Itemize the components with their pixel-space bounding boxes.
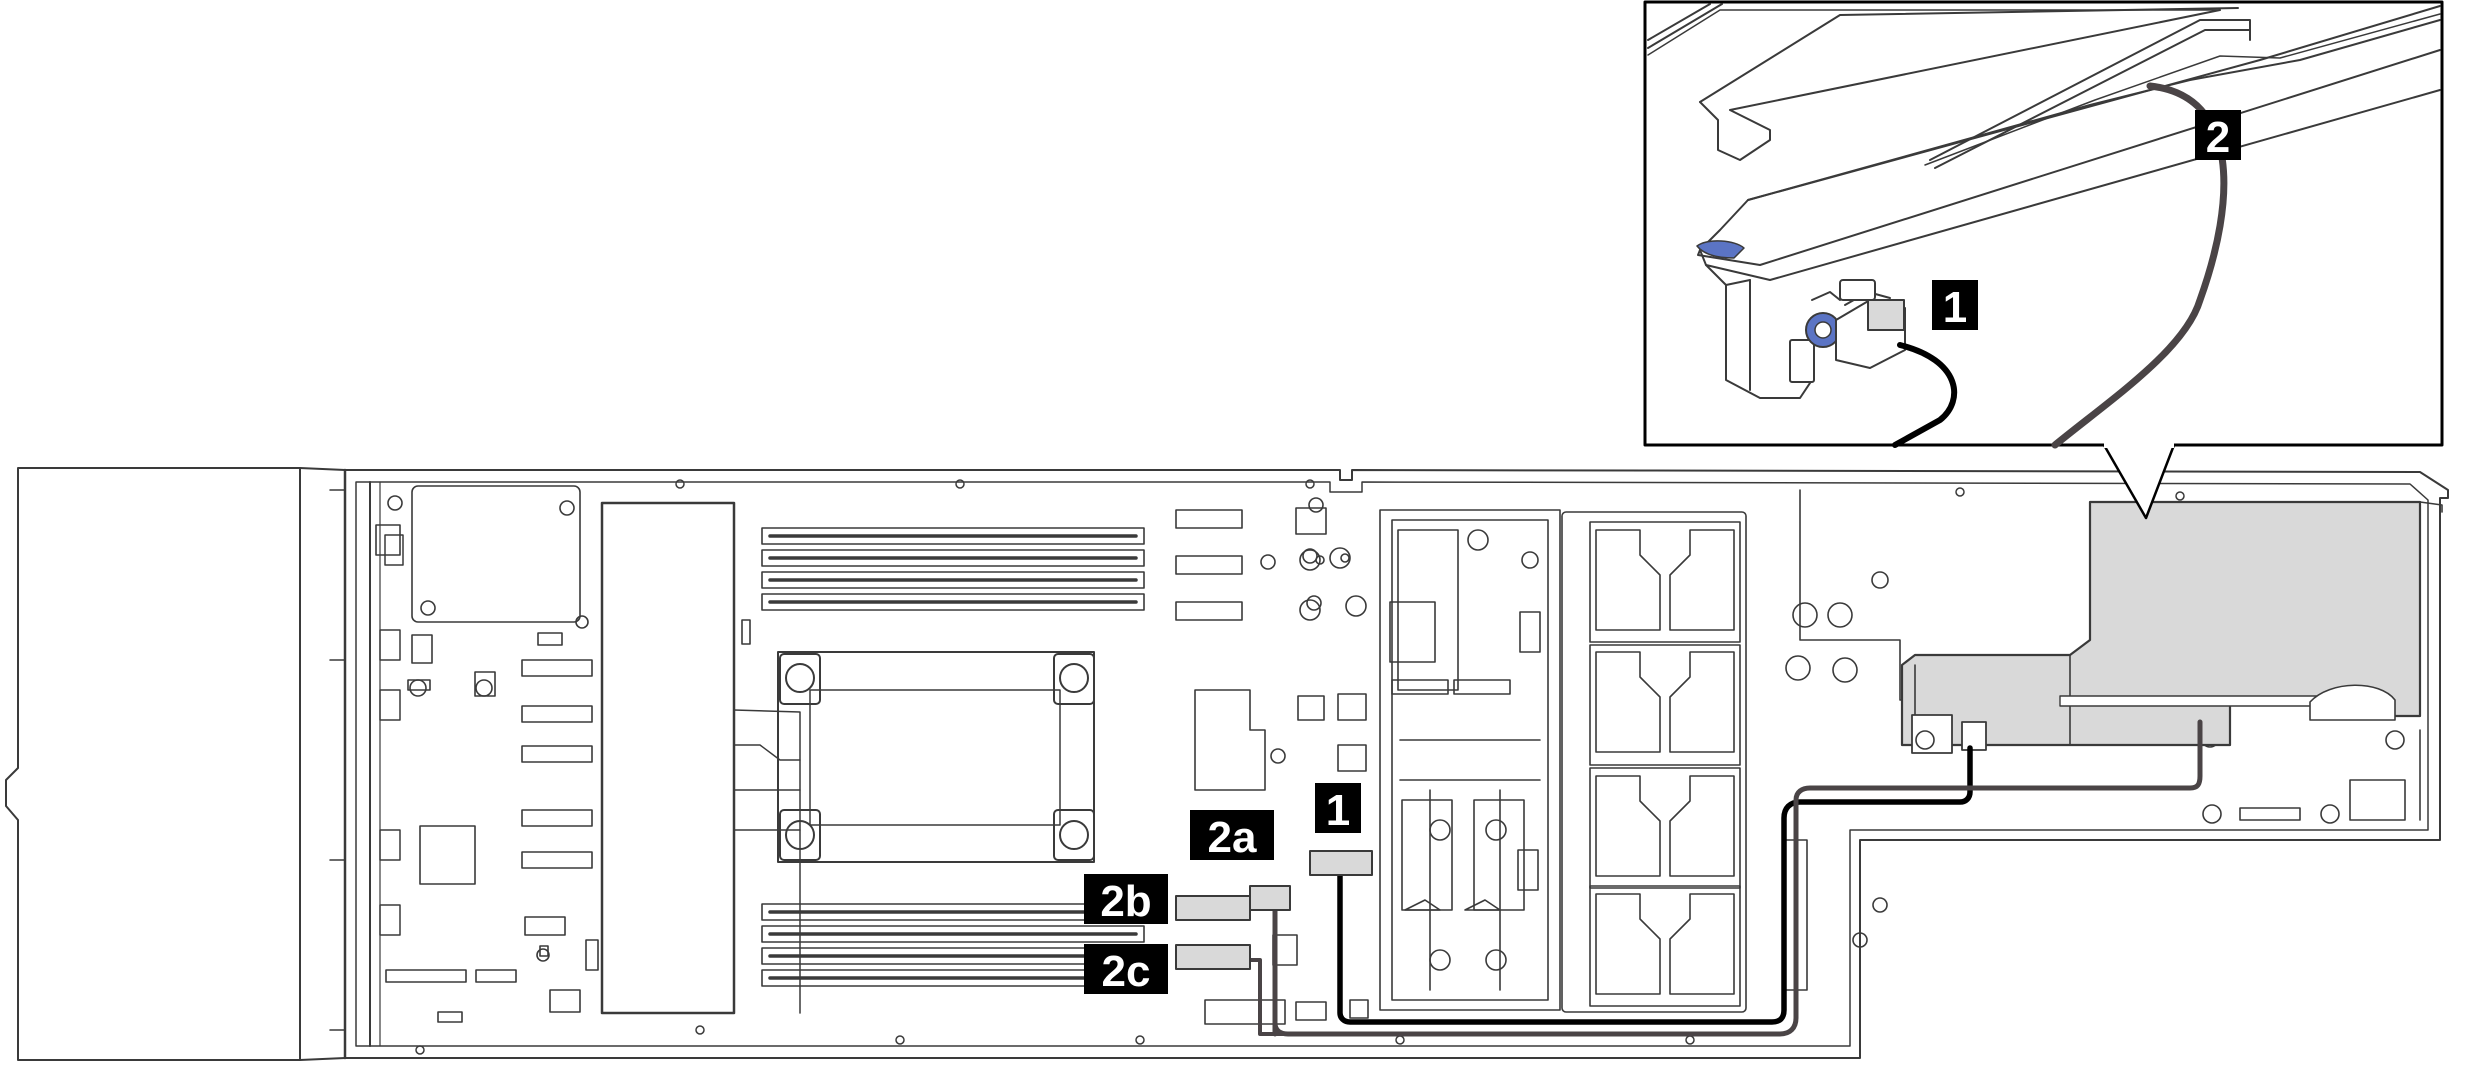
- motherboard-left: [375, 485, 599, 1023]
- inset-cable-1: [1892, 342, 1958, 448]
- callout-2b: 2b: [1084, 874, 1168, 926]
- connector-2b: [1175, 895, 1251, 921]
- inset-detail-view: [1643, 0, 2444, 449]
- callout-1-inset: 1: [1932, 280, 1978, 332]
- connector-1: [1309, 850, 1373, 876]
- connector-2a: [1249, 885, 1291, 911]
- callout-2-inset: 2: [2195, 110, 2241, 162]
- cables: [1232, 719, 2203, 1037]
- front-bezel: [5, 467, 301, 1061]
- dimm-slots-lower: [761, 903, 1145, 987]
- m2-bay: [1379, 509, 1561, 1011]
- cable-1-black: [1337, 745, 1973, 1025]
- callout-1-label: 1: [1326, 786, 1350, 835]
- callout-2a: 2a: [1190, 810, 1274, 862]
- cable-2c-gray: [1232, 958, 1292, 1036]
- motherboard-mid-connectors: [1175, 497, 1369, 1025]
- callout-2c-label: 2c: [1102, 947, 1151, 996]
- fan-cage: [1561, 511, 1747, 1013]
- callout-2a-label: 2a: [1208, 813, 1257, 862]
- callout-2b-label: 2b: [1100, 877, 1151, 926]
- server-chassis: [5, 467, 2449, 1061]
- standoffs: [1299, 547, 1889, 683]
- callout-1-main: 1: [1315, 783, 1361, 835]
- riser-cage: [1900, 500, 2443, 754]
- dimm-slots-upper: [741, 527, 1145, 645]
- connector-2c: [1175, 944, 1251, 970]
- callout-1-inset-label: 1: [1943, 283, 1967, 332]
- inset-blue-tab: [1696, 240, 1745, 259]
- cable-connectors: [1175, 850, 1373, 970]
- inset-pointer: [2102, 443, 2176, 520]
- chassis-outline: [344, 469, 2449, 1059]
- callout-2c: 2c: [1084, 944, 1168, 996]
- processor-socket: [777, 651, 1095, 863]
- callout-2-inset-label: 2: [2206, 113, 2230, 162]
